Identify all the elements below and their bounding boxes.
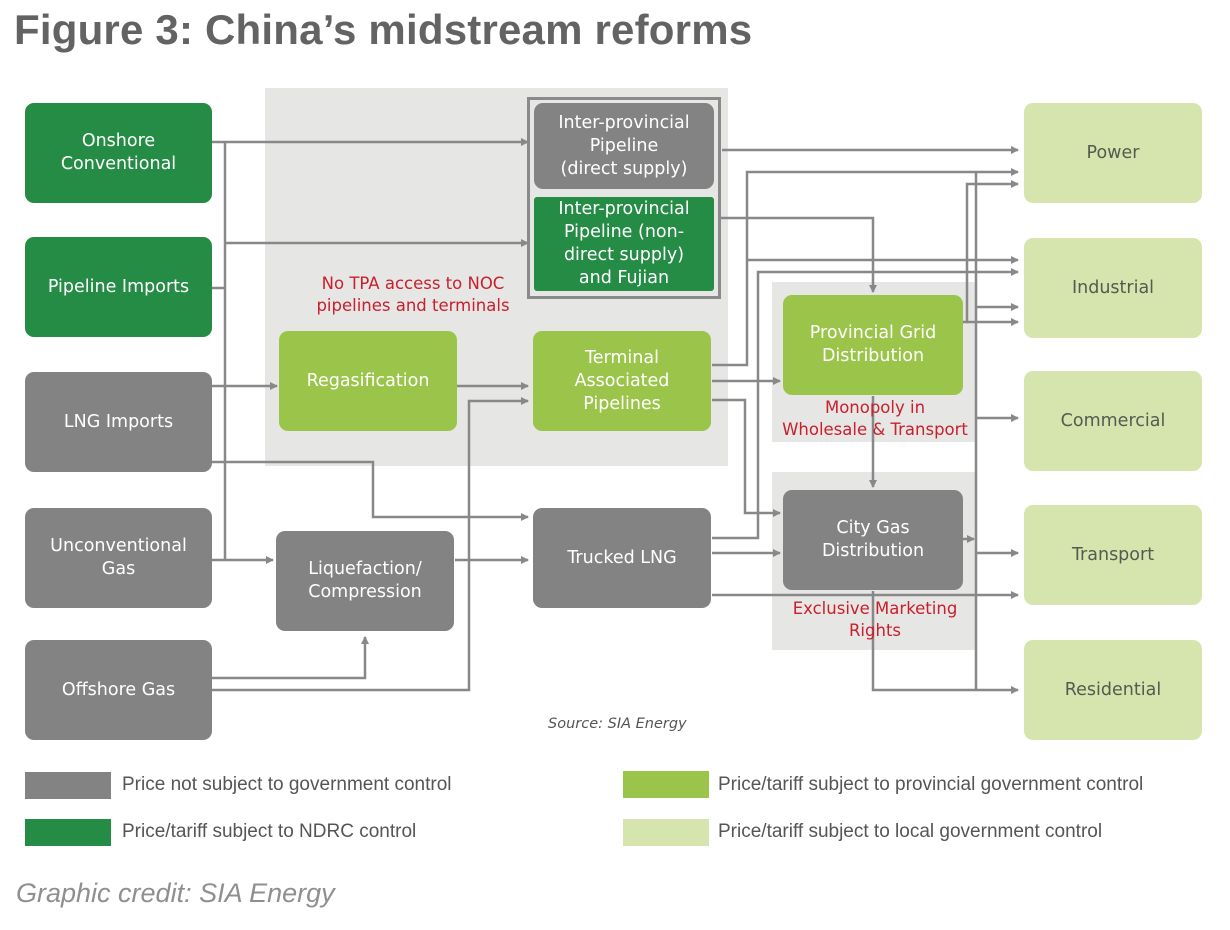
arrow-trucked-industrial bbox=[712, 268, 1019, 540]
arrow-offshore-terminal bbox=[212, 397, 529, 692]
node-transport[interactable]: Transport bbox=[1024, 505, 1202, 605]
legend-label-ndrc: Price/tariff subject to NDRC control bbox=[122, 821, 417, 842]
arrow-grid-bus bbox=[963, 180, 1019, 324]
note-monopoly: Monopoly in Wholesale & Transport bbox=[782, 398, 968, 439]
inter-provincial-frame bbox=[527, 97, 721, 299]
arrow-offshore-liq bbox=[212, 636, 369, 680]
node-ipp-direct[interactable]: Inter-provincial Pipeline (direct supply… bbox=[534, 103, 714, 189]
node-liquefaction[interactable]: Liquefaction/ Compression bbox=[276, 531, 454, 631]
node-offshore-gas[interactable]: Offshore Gas bbox=[25, 640, 212, 740]
node-regasification[interactable]: Regasification bbox=[279, 331, 457, 431]
arrow-city-residential bbox=[871, 591, 1019, 694]
node-residential[interactable]: Residential bbox=[1024, 640, 1202, 740]
legend-label-local: Price/tariff subject to local government… bbox=[718, 821, 1103, 842]
source-label: Source: SIA Energy bbox=[548, 716, 687, 732]
node-trucked-lng[interactable]: Trucked LNG bbox=[533, 508, 711, 608]
node-city-gas[interactable]: City Gas Distribution bbox=[783, 490, 963, 590]
node-commercial[interactable]: Commercial bbox=[1024, 371, 1202, 471]
node-onshore-conventional[interactable]: Onshore Conventional bbox=[25, 103, 212, 203]
arrow-lng-trucked bbox=[212, 460, 529, 521]
node-lng-imports[interactable]: LNG Imports bbox=[25, 372, 212, 472]
legend-label-provincial: Price/tariff subject to provincial gover… bbox=[718, 774, 1144, 795]
arrow-ipp-nondirect-grid bbox=[718, 216, 877, 293]
node-terminal-pipelines[interactable]: Terminal Associated Pipelines bbox=[533, 331, 711, 431]
arrow-terminal-power bbox=[712, 168, 1019, 367]
legend-swatch-not-controlled bbox=[25, 772, 111, 799]
node-provincial-grid[interactable]: Provincial Grid Distribution bbox=[783, 295, 963, 395]
node-industrial[interactable]: Industrial bbox=[1024, 238, 1202, 338]
legend-swatch-provincial bbox=[623, 771, 709, 798]
legend-swatch-ndrc bbox=[25, 819, 111, 846]
figure-title: Figure 3: China’s midstream reforms bbox=[14, 6, 753, 53]
node-pipeline-imports[interactable]: Pipeline Imports bbox=[25, 237, 212, 337]
node-ipp-nondirect[interactable]: Inter-provincial Pipeline (non- direct s… bbox=[534, 197, 714, 291]
note-exclusive: Exclusive Marketing Rights bbox=[792, 599, 958, 640]
legend-label-not-controlled: Price not subject to government control bbox=[122, 774, 452, 795]
node-power[interactable]: Power bbox=[1024, 103, 1202, 203]
legend-swatch-local bbox=[623, 819, 709, 846]
graphic-credit: Graphic credit: SIA Energy bbox=[16, 878, 335, 908]
arrow-terminal-city bbox=[712, 398, 781, 517]
note-no-tpa: No TPA access to NOC pipelines and termi… bbox=[316, 274, 510, 315]
node-unconventional-gas[interactable]: Unconventional Gas bbox=[25, 508, 212, 608]
